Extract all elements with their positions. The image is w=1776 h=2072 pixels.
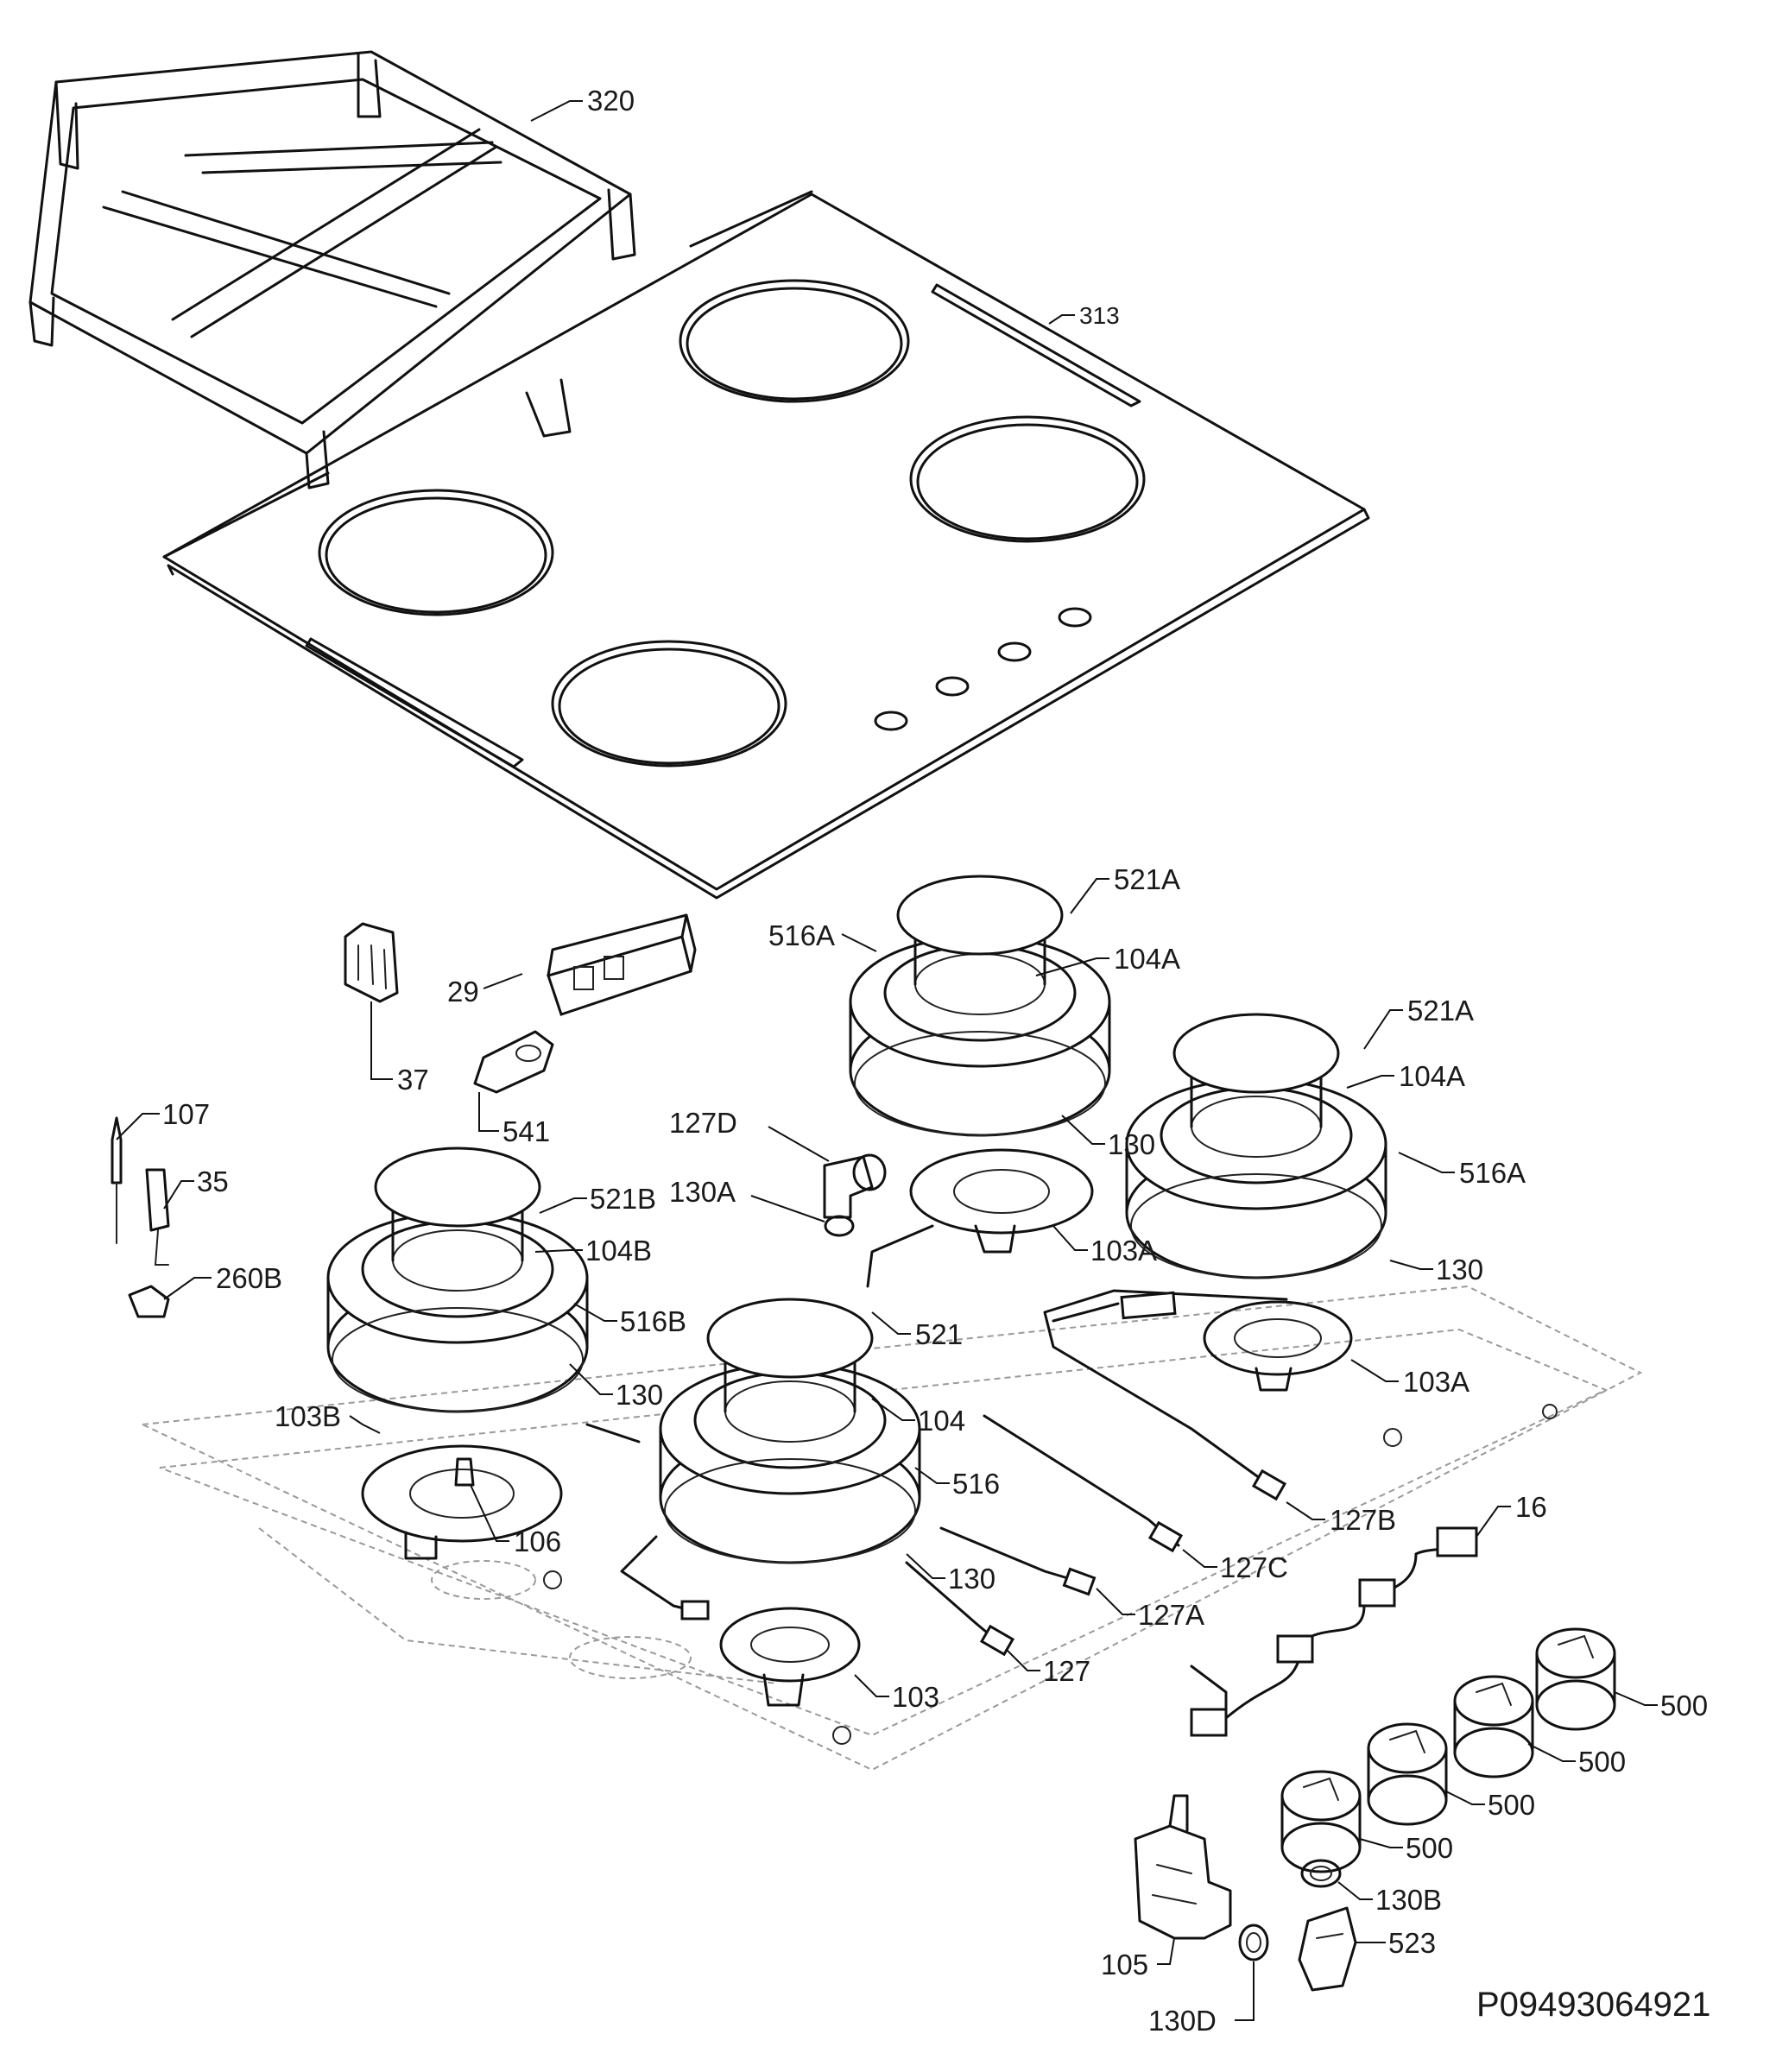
label-500-1: 500	[1660, 1690, 1708, 1721]
label-29: 29	[447, 976, 479, 1008]
control-knobs	[1280, 1627, 1616, 1873]
gas-pipes	[585, 1224, 1288, 1657]
label-127A: 127A	[1138, 1599, 1204, 1631]
document-code: P09493064921	[1476, 1986, 1710, 2024]
label-105: 105	[1101, 1949, 1148, 1980]
label-523: 523	[1388, 1927, 1436, 1959]
knob-2	[1367, 1722, 1448, 1826]
label-104B: 104B	[585, 1235, 652, 1267]
seal-130B	[1300, 1859, 1342, 1888]
label-130-2: 130	[1436, 1254, 1483, 1286]
thermocouple-107	[111, 1116, 123, 1244]
electrode-35	[145, 1168, 170, 1266]
label-521: 521	[915, 1318, 963, 1350]
label-500-2: 500	[1578, 1746, 1626, 1778]
knob-3	[1453, 1675, 1534, 1778]
injector-106	[454, 1457, 475, 1487]
label-521A-2: 521A	[1407, 995, 1474, 1027]
label-541: 541	[502, 1115, 550, 1147]
label-130-1: 130	[1108, 1128, 1155, 1160]
label-521A-1: 521A	[1114, 863, 1180, 895]
elbow-fitting-127D	[823, 1153, 887, 1219]
label-103A-2: 103A	[1403, 1366, 1469, 1398]
injector-holder-103A-right	[1203, 1300, 1353, 1392]
label-103: 103	[892, 1681, 939, 1713]
injector-holder-103B	[361, 1444, 563, 1560]
base-tray	[139, 1285, 1643, 1772]
injector-holder-103A-top	[909, 1148, 1094, 1254]
label-320: 320	[587, 85, 635, 117]
seal-130D	[1238, 1924, 1269, 1961]
label-104: 104	[918, 1405, 965, 1437]
label-130-4: 130	[948, 1563, 995, 1595]
label-37: 37	[397, 1064, 429, 1096]
burner-rapid-left	[326, 1147, 589, 1413]
label-35: 35	[197, 1166, 229, 1197]
clamp-523	[1298, 1906, 1357, 1992]
part-labels: 320 313 521A 516A 104A 29 37 541 521A 10…	[162, 85, 1708, 2037]
label-130D: 130D	[1148, 2005, 1217, 2037]
ignition-generator	[547, 913, 697, 1016]
burner-semirapid-centre	[659, 1298, 921, 1564]
label-500-4: 500	[1406, 1832, 1453, 1864]
label-104A-2: 104A	[1399, 1060, 1465, 1092]
knob-4	[1535, 1627, 1616, 1731]
label-260B: 260B	[216, 1262, 282, 1294]
leader-lines	[116, 100, 1658, 2021]
label-130A: 130A	[669, 1176, 736, 1208]
pan-support-grid	[28, 50, 636, 490]
label-16: 16	[1515, 1491, 1547, 1523]
label-130-3: 130	[616, 1379, 663, 1411]
label-103B: 103B	[275, 1400, 341, 1432]
label-130B: 130B	[1375, 1884, 1442, 1916]
label-516A-1: 516A	[768, 919, 835, 951]
label-516B: 516B	[620, 1305, 686, 1337]
spark-wire-harness	[1190, 1526, 1478, 1737]
label-516: 516	[952, 1468, 1000, 1500]
burner-auxiliary-front-top	[849, 875, 1111, 1137]
clip-541	[473, 1030, 554, 1094]
label-127B: 127B	[1330, 1504, 1396, 1536]
clip-37	[344, 922, 399, 1003]
label-127C: 127C	[1220, 1551, 1288, 1583]
knob-1	[1280, 1770, 1362, 1873]
label-127D: 127D	[669, 1107, 737, 1139]
label-521B: 521B	[590, 1183, 656, 1215]
label-104A-1: 104A	[1114, 943, 1180, 975]
label-106: 106	[514, 1526, 561, 1557]
label-127: 127	[1043, 1655, 1090, 1687]
washer-130A	[824, 1215, 855, 1237]
cooktop-top-plate	[162, 190, 1370, 900]
gas-valve-105	[1134, 1794, 1232, 1940]
label-516A-2: 516A	[1459, 1157, 1526, 1189]
label-500-3: 500	[1488, 1789, 1535, 1821]
label-313: 313	[1079, 302, 1120, 329]
burner-auxiliary-right	[1125, 1013, 1387, 1279]
injector-holder-103	[719, 1607, 861, 1707]
label-103A-1: 103A	[1090, 1235, 1157, 1267]
bracket-260B	[128, 1285, 170, 1318]
label-107: 107	[162, 1098, 210, 1130]
